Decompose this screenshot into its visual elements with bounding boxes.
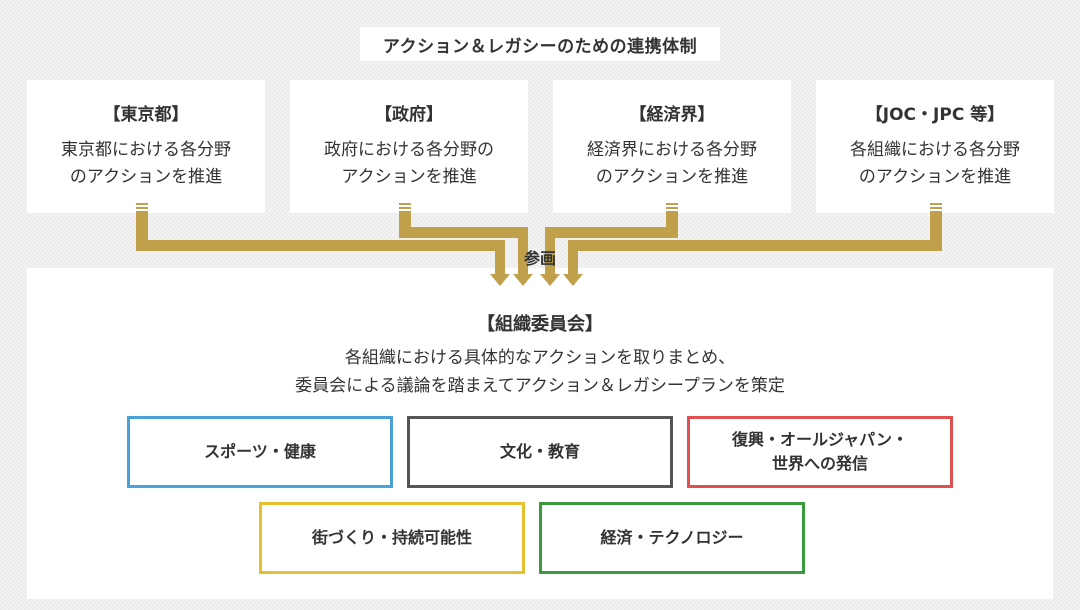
org-desc-line: アクションを推進 <box>341 167 477 187</box>
field-economy-technology: 経済・テクノロジー <box>539 502 805 574</box>
org-box-tokyo: 【東京都】 東京都における各分野 のアクションを推進 <box>27 80 265 213</box>
org-desc-business: 経済界における各分野 のアクションを推進 <box>553 137 791 191</box>
connector-tick <box>930 207 942 209</box>
field-culture-education: 文化・教育 <box>407 416 673 488</box>
committee-name: 【組織委員会】 <box>477 314 603 335</box>
connector-line-business <box>545 227 555 274</box>
field-label-line: 復興・オールジャパン・ <box>731 430 908 449</box>
participation-connectors <box>136 203 942 286</box>
committee-desc-line: 各組織における具体的なアクションを取りまとめ、 <box>344 348 736 368</box>
connector-line-government <box>399 227 528 238</box>
field-label-line: 世界への発信 <box>771 454 868 473</box>
connector-line-joc-jpc <box>568 240 942 251</box>
org-desc-line: 政府における各分野の <box>324 140 494 160</box>
org-box-government: 【政府】 政府における各分野の アクションを推進 <box>290 80 528 213</box>
org-desc-line: 経済界における各分野 <box>587 140 757 160</box>
org-name-joc-jpc: 【JOC・JPC 等】 <box>865 105 1005 125</box>
arrow-down-icon <box>540 274 560 286</box>
connector-group <box>136 203 942 286</box>
field-urban-sustainability: 街づくり・持続可能性 <box>259 502 525 574</box>
org-desc-line: 東京都における各分野 <box>61 140 231 160</box>
org-name-business: 【経済界】 <box>629 105 715 125</box>
field-label: 復興・オールジャパン・ 世界への発信 <box>732 428 908 476</box>
connector-line-tokyo <box>495 240 505 274</box>
org-box-business: 【経済界】 経済界における各分野 のアクションを推進 <box>553 80 791 213</box>
org-desc-line: のアクションを推進 <box>595 167 749 187</box>
connector-tick <box>930 203 942 205</box>
arrow-down-icon <box>563 274 583 286</box>
participation-label: 参画 <box>523 249 556 268</box>
org-box-joc-jpc: 【JOC・JPC 等】 各組織における各分野 のアクションを推進 <box>816 80 1054 213</box>
connector-line-tokyo <box>136 240 505 251</box>
org-name-tokyo: 【東京都】 <box>103 105 189 125</box>
connector-line-business <box>545 227 678 238</box>
org-desc-line: のアクションを推進 <box>858 167 1012 187</box>
committee-desc-line: 委員会による議論を踏まえてアクション＆レガシープランを策定 <box>295 376 785 396</box>
connector-tick <box>136 207 148 209</box>
connector-line-joc-jpc <box>568 240 578 274</box>
connector-tick <box>136 203 148 205</box>
connector-tick <box>666 203 678 205</box>
field-label: 街づくり・持続可能性 <box>311 528 472 547</box>
org-desc-joc-jpc: 各組織における各分野 のアクションを推進 <box>816 137 1054 191</box>
org-desc-line: のアクションを推進 <box>69 167 223 187</box>
field-label: 経済・テクノロジー <box>600 528 744 547</box>
connector-tick <box>399 207 411 209</box>
connector-tick <box>399 203 411 205</box>
field-reconstruction-global: 復興・オールジャパン・ 世界への発信 <box>687 416 953 488</box>
committee-description: 各組織における具体的なアクションを取りまとめ、 委員会による議論を踏まえてアクシ… <box>27 344 1053 400</box>
field-label: 文化・教育 <box>499 442 580 461</box>
field-label: スポーツ・健康 <box>204 442 316 461</box>
arrow-down-icon <box>490 274 510 286</box>
diagram-title: アクション＆レガシーのための連携体制 <box>360 27 720 61</box>
arrow-down-icon <box>513 274 533 286</box>
field-sports-health: スポーツ・健康 <box>127 416 393 488</box>
connector-tick <box>666 207 678 209</box>
org-desc-tokyo: 東京都における各分野 のアクションを推進 <box>27 137 265 191</box>
org-name-government: 【政府】 <box>375 105 443 125</box>
org-desc-line: 各組織における各分野 <box>850 140 1020 160</box>
org-desc-government: 政府における各分野の アクションを推進 <box>290 137 528 191</box>
connector-line-government <box>518 227 528 274</box>
